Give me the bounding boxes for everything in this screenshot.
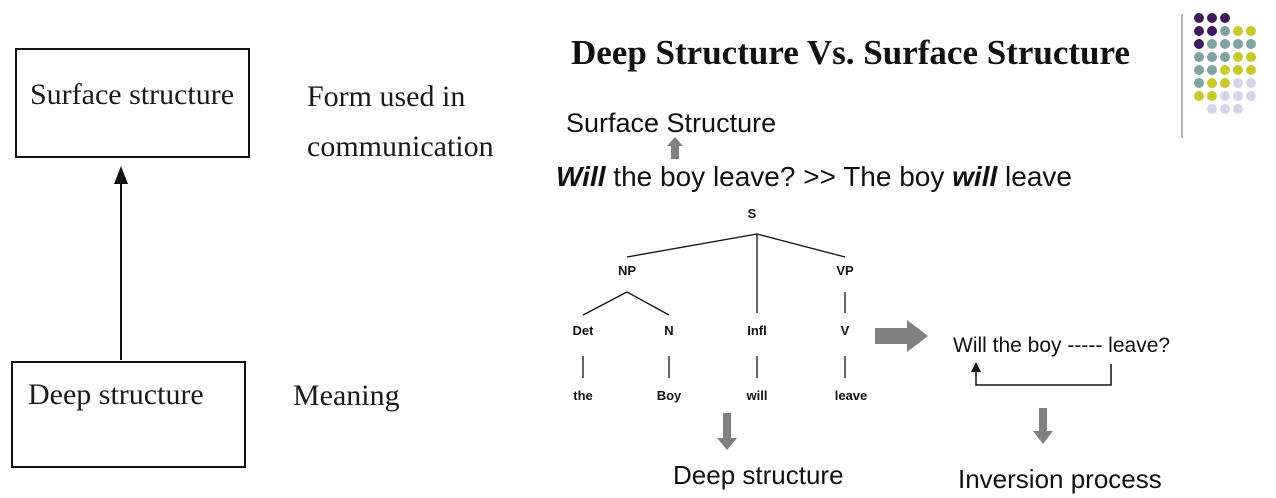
- inversion-process-caption: Inversion process: [958, 464, 1162, 494]
- deep-structure-label: Deep structure: [28, 378, 204, 411]
- inversion-down-arrow-icon: [1033, 408, 1053, 444]
- tree-node-det: Det: [572, 323, 594, 338]
- deep-down-arrow-icon: [717, 413, 737, 450]
- surface-up-arrow-icon: [667, 137, 683, 159]
- tree-node-vp: VP: [836, 263, 854, 278]
- deep-structure-box: [11, 361, 246, 468]
- surface-structure-caption: Surface Structure: [566, 108, 777, 138]
- inversion-bracket-arrowhead: [971, 362, 981, 372]
- tree-node-s: S: [747, 206, 757, 221]
- tree-node-infl: Infl: [747, 323, 767, 338]
- deep-desc: Meaning: [293, 379, 400, 412]
- transform-right-arrow-icon: [875, 320, 928, 352]
- page-title: Deep Structure Vs. Surface Structure: [571, 33, 1130, 72]
- tree-leaf-will: will: [746, 388, 768, 403]
- surface-structure-label: Surface structure: [30, 78, 235, 111]
- surface-desc-line2: communication: [307, 130, 494, 163]
- surface-desc-line1: Form used in: [307, 80, 466, 113]
- sentence-part2: leave: [997, 161, 1072, 192]
- tree-leaf-leave: leave: [834, 388, 868, 403]
- decorative-dot-grid: [1194, 13, 1256, 114]
- sentence-part1: the boy leave? >> The boy: [605, 161, 953, 192]
- tree-node-np: NP: [617, 263, 637, 278]
- example-sentence: Will the boy leave? >> The boy will leav…: [556, 161, 1072, 193]
- inversion-bracket: [975, 364, 1112, 386]
- tree-leaf-boy: Boy: [656, 388, 682, 403]
- will-question-word: Will: [556, 161, 606, 192]
- tree-node-n: N: [664, 323, 674, 338]
- deep-structure-caption: Deep structure: [673, 460, 844, 490]
- syntax-tree-edges: [582, 233, 846, 378]
- will-statement-word: will: [952, 161, 998, 192]
- deep-to-surface-arrowhead: [114, 166, 128, 184]
- tree-node-v: V: [840, 323, 850, 338]
- surface-structure-box: [15, 48, 250, 158]
- tree-leaf-the: the: [573, 388, 593, 403]
- inversion-sentence: Will the boy ----- leave?: [953, 334, 1171, 357]
